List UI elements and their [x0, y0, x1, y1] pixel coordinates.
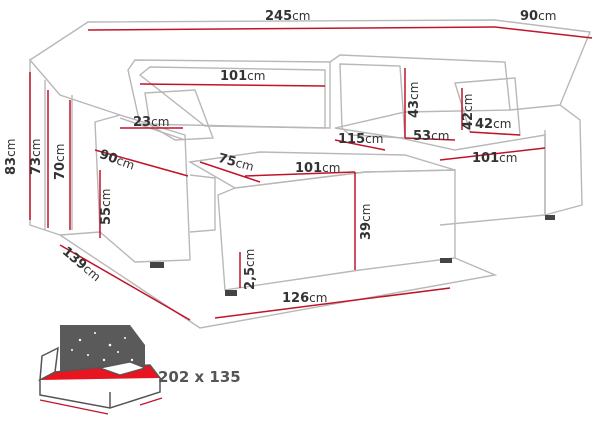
back-height-label: 73cm	[29, 138, 44, 175]
pillow-height-label: 42cm	[461, 93, 476, 130]
pillow-left	[144, 89, 214, 141]
depth-label: 90cm	[520, 9, 557, 24]
sleeping-area-icon	[37, 325, 163, 415]
sleeping-area-size: 202 x 135	[158, 368, 241, 386]
sofa-back-right	[329, 54, 511, 129]
back-cushion-height-label: 43cm	[407, 81, 422, 118]
seat-front-width-label: 101cm	[295, 161, 341, 176]
back-cushion-right	[339, 63, 406, 139]
chaise-seat-label: 53cm	[413, 129, 450, 144]
box-height-label: 39cm	[359, 203, 374, 240]
arm-height-label: 70cm	[53, 143, 68, 180]
armrest-width-label: 23cm	[133, 115, 170, 130]
chaise-length-label: 101cm	[472, 151, 518, 166]
right-arm	[509, 104, 583, 216]
total-height-label: 83cm	[4, 138, 19, 175]
ottoman-front	[217, 169, 456, 291]
leg-height-label: 2,5cm	[243, 248, 258, 290]
sofa-back-left	[127, 59, 331, 129]
inner-width-label: 115cm	[338, 132, 384, 147]
total-width-label: 245cm	[265, 9, 311, 24]
back-cushion-left	[138, 66, 326, 129]
back-width-label: 101cm	[220, 69, 266, 84]
seat-height-label: 55cm	[99, 188, 114, 225]
pillow-width-label: 42cm	[475, 117, 512, 132]
front-length-label: 126cm	[282, 291, 328, 306]
chaise-seat	[334, 127, 546, 226]
